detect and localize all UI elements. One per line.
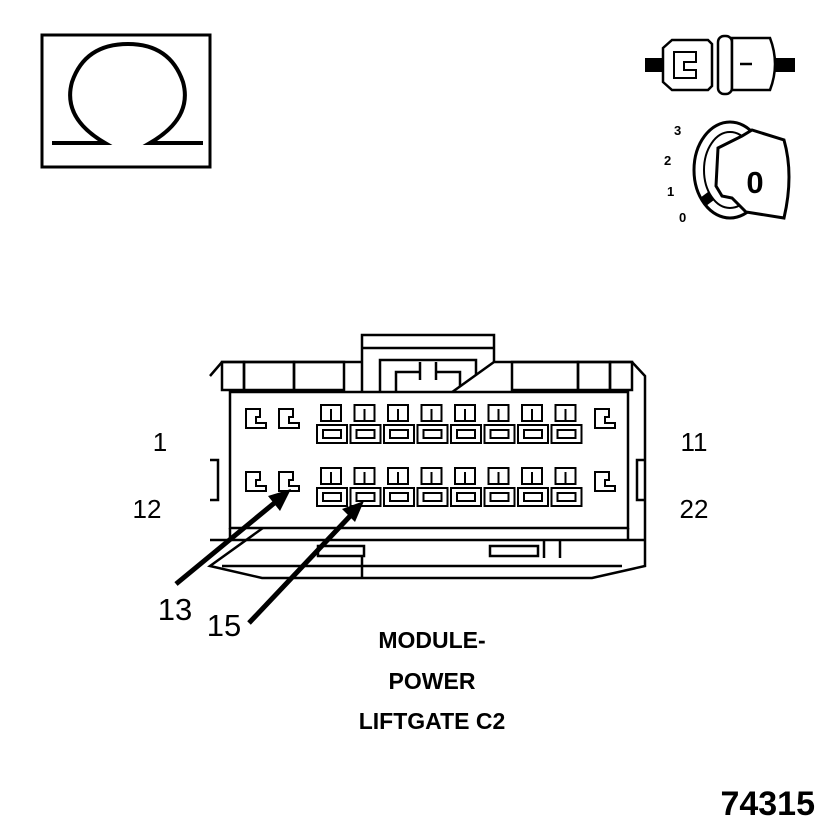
- ignition-position-3: 3: [674, 123, 681, 138]
- figure-id: 74315: [720, 785, 815, 823]
- ignition-position-0: 0: [679, 210, 686, 225]
- connector-housing: [207, 333, 647, 580]
- terminal-cavity: [450, 467, 482, 507]
- pin-label-1: 1: [153, 427, 167, 457]
- callout-arrow-15: [247, 501, 364, 625]
- terminal-cavity: [349, 467, 382, 507]
- ignition-key-icon: 3 2 1 0 0: [664, 120, 791, 225]
- ignition-position-2: 2: [664, 153, 671, 168]
- terminal-cavity: [316, 467, 348, 507]
- terminal-cavity: [550, 467, 583, 507]
- terminal-cavity: [383, 404, 415, 444]
- ohm-icon: [52, 41, 203, 145]
- terminal-cavity-small: [594, 471, 616, 492]
- terminal-cavity: [483, 467, 516, 507]
- pin-label-22: 22: [680, 494, 709, 524]
- callout-label-15: 15: [207, 608, 241, 643]
- ohm-meter-symbol: [40, 33, 212, 169]
- terminal-cavity: [316, 404, 348, 444]
- terminal-cavity: [550, 404, 583, 444]
- terminal-cavity-small: [278, 408, 300, 429]
- terminal-cavities: [245, 404, 616, 507]
- terminal-cavity: [450, 404, 482, 444]
- terminal-cavity-small: [245, 471, 267, 492]
- terminal-cavity: [383, 467, 415, 507]
- pin-label-12: 12: [133, 494, 162, 524]
- connector-title-line-1: MODULE-: [378, 627, 485, 653]
- terminal-cavity: [349, 404, 382, 444]
- terminal-cavity-small: [594, 408, 616, 429]
- terminal-cavity-small: [245, 408, 267, 429]
- callout-label-13: 13: [158, 592, 192, 627]
- terminal-cavity: [517, 467, 549, 507]
- pin-label-11: 11: [681, 427, 708, 457]
- connector-title-line-2: POWER: [389, 668, 476, 694]
- connector-disconnected-icon: [645, 34, 795, 96]
- terminal-cavity: [416, 467, 449, 507]
- terminal-cavity: [517, 404, 549, 444]
- connector-title-line-3: LIFTGATE C2: [359, 708, 506, 734]
- terminal-cavity: [483, 404, 516, 444]
- callout-arrow-13: [174, 489, 291, 586]
- ignition-position-1: 1: [667, 184, 674, 199]
- terminal-cavity: [416, 404, 449, 444]
- key-position-label: 0: [746, 165, 763, 200]
